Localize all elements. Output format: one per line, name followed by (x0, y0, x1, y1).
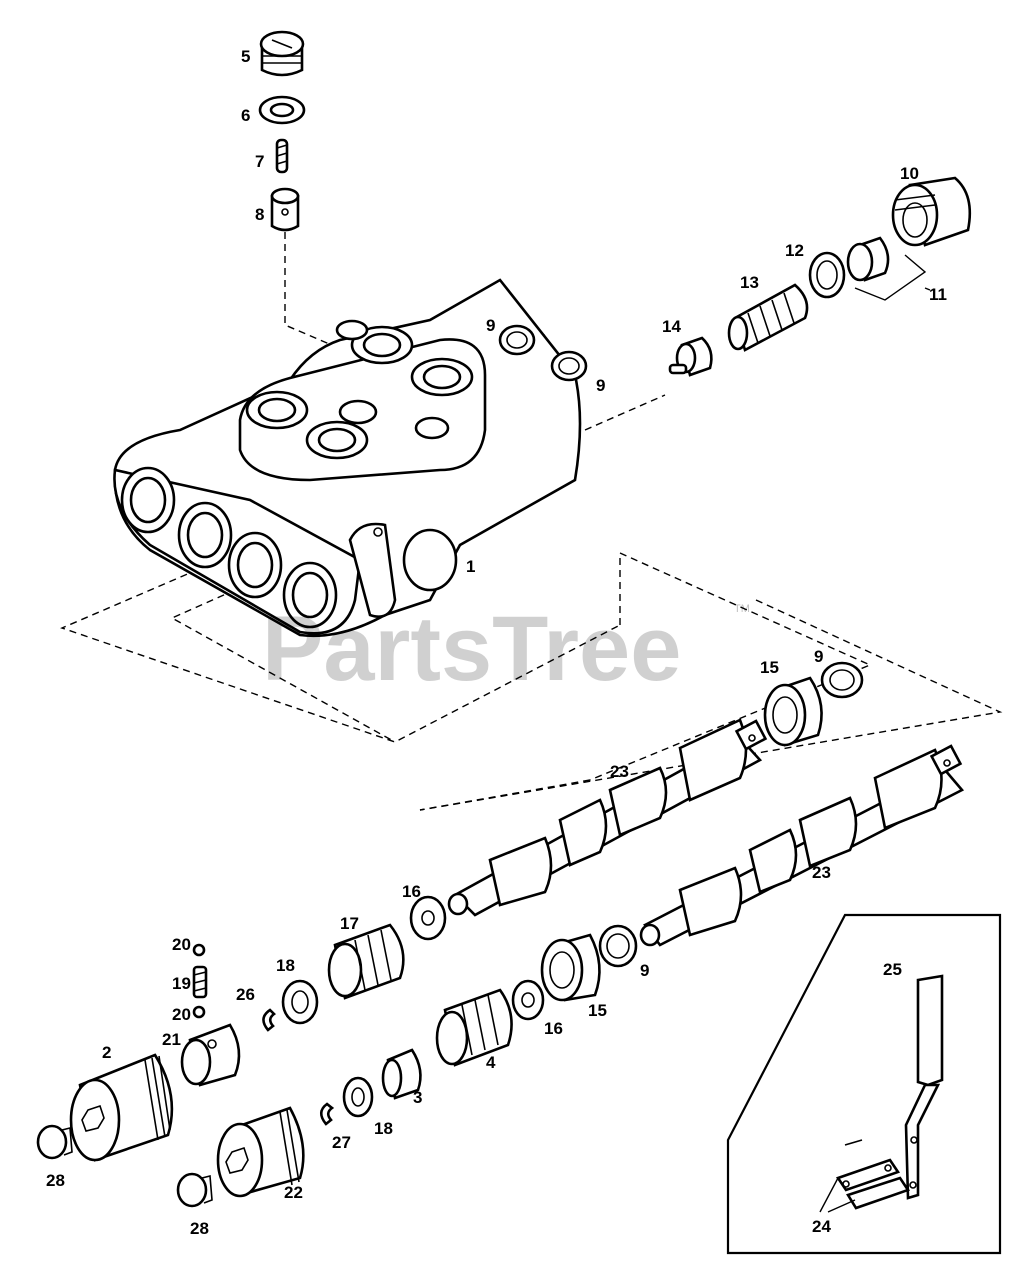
part-15-cups (540, 676, 823, 1002)
callout: 18 (276, 956, 295, 975)
part-20-ball-upper (192, 943, 206, 957)
leader-lines (60, 232, 1003, 811)
callout: 9 (814, 647, 823, 666)
callout: 7 (255, 152, 264, 171)
callout: 11 (929, 285, 947, 304)
callout: 26 (236, 985, 255, 1004)
callout: 16 (544, 1019, 563, 1038)
part-24-links (819, 1139, 911, 1213)
part-17-spring (327, 923, 405, 1000)
callout: 13 (740, 273, 759, 292)
part-3-sleeve (381, 1048, 422, 1100)
callout: 27 (332, 1133, 351, 1152)
callout: 1 (466, 557, 475, 576)
part-9-rings (498, 324, 864, 968)
callout: 15 (588, 1001, 607, 1020)
callout: 9 (640, 961, 649, 980)
callout: 25 (883, 960, 902, 979)
callout: 5 (241, 47, 250, 66)
callout: 3 (413, 1088, 422, 1107)
part-18-washer-lower (342, 1076, 374, 1118)
part-6-ring-inner (269, 102, 295, 118)
part-25-handle (904, 974, 944, 1200)
callout: 12 (785, 241, 804, 260)
callout: 23 (812, 863, 831, 882)
callout: 14 (662, 317, 681, 336)
part-2-cap (69, 1053, 174, 1162)
callout: 15 (760, 658, 779, 677)
part-7-spring (275, 138, 289, 174)
watermark-trademark: TM (734, 603, 750, 615)
part-11-piston (846, 236, 931, 301)
callout: 16 (402, 882, 421, 901)
callout: 28 (190, 1219, 209, 1238)
callout: 23 (610, 762, 629, 781)
callout: 18 (374, 1119, 393, 1138)
callout: 10 (900, 164, 919, 183)
callout: 4 (486, 1053, 496, 1072)
part-18-washer-lower-hole (351, 1087, 365, 1107)
part-1-valve-body (113, 278, 582, 638)
part-12-ring-inner (816, 260, 838, 290)
part-18-washer-upper (281, 979, 319, 1025)
part-23-spool-upper (447, 718, 768, 917)
part-12-ring (808, 251, 846, 299)
callout: 8 (255, 205, 264, 224)
part-4-spring (435, 988, 513, 1067)
part-16-washer-lower-hole (521, 992, 535, 1008)
inset-frame (726, 913, 1002, 1255)
part-22-cap (216, 1106, 305, 1198)
watermark: PartsTree (262, 598, 681, 700)
part-16-washer-lower (511, 979, 545, 1021)
part-19-spring (192, 965, 208, 999)
callout: 2 (102, 1043, 111, 1062)
part-26-clip (262, 1008, 277, 1032)
part-14-guide (668, 336, 713, 377)
part-18-washer-upper-hole (291, 990, 309, 1014)
callout: 22 (284, 1183, 303, 1202)
callouts: 1 2 3 4 5 6 7 8 9 9 9 9 10 11 12 13 14 1… (46, 47, 947, 1238)
part-5-plug (259, 30, 305, 77)
part-21-detent (180, 1023, 241, 1087)
part-8-poppet (270, 187, 300, 232)
part-16-washer-upper (409, 895, 447, 941)
callout: 17 (340, 914, 359, 933)
callout: 9 (486, 316, 495, 335)
part-20-ball-lower (192, 1005, 206, 1019)
callout: 9 (596, 376, 605, 395)
callout: 28 (46, 1171, 65, 1190)
callout: 21 (162, 1030, 181, 1049)
part-23-spool-lower (639, 744, 965, 947)
callout: 24 (812, 1217, 831, 1236)
part-16-washer-upper-hole (421, 910, 435, 926)
part-27-clip (319, 1102, 335, 1126)
part-28-plug-upper (36, 1124, 73, 1160)
callout: 20 (172, 1005, 191, 1024)
callout: 19 (172, 974, 191, 993)
part-28-plug-lower (176, 1172, 213, 1208)
part-10-end-cap (891, 176, 972, 247)
callout: 20 (172, 935, 191, 954)
part-13-spring (727, 283, 809, 352)
callout: 6 (241, 106, 250, 125)
